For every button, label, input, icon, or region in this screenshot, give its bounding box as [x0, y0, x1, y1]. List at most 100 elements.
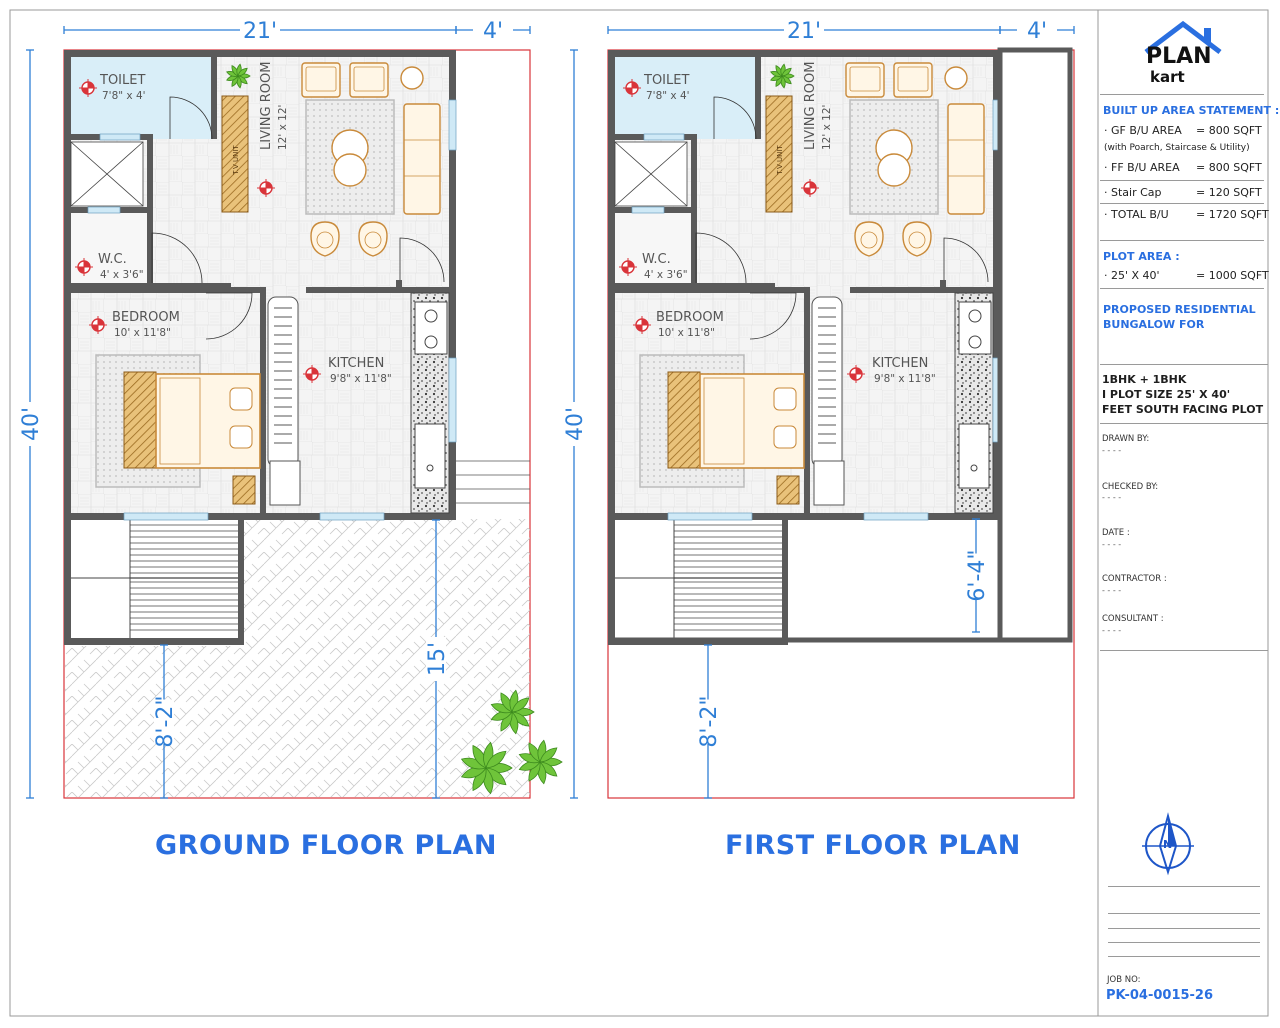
kitchen-rack: [267, 296, 299, 468]
round-chair-seat: [316, 231, 334, 249]
armchair: [349, 62, 389, 98]
tb-rule: [1100, 203, 1264, 204]
burner: [424, 335, 438, 349]
north-arrow-icon: [1142, 812, 1194, 876]
wall: [755, 57, 761, 139]
room-marker: [79, 79, 97, 97]
logo-plan-text: PLAN: [1146, 44, 1212, 69]
burner: [424, 309, 438, 323]
tv-unit: [221, 95, 249, 213]
tv-unit-label: T.V UNIT: [776, 145, 784, 176]
door-swing: [695, 232, 747, 284]
window: [667, 512, 753, 521]
bua-row-total-value: = 1720 SQFT: [1196, 208, 1269, 221]
desc-line-1: 1BHK + 1BHK: [1102, 373, 1187, 386]
fridge: [269, 460, 301, 506]
armchair-seat: [305, 66, 337, 92]
kitchen-size: 9'8" x 11'8": [330, 373, 392, 385]
date-label: DATE :: [1102, 528, 1130, 538]
cooktop: [414, 301, 448, 355]
dim-top-main-gap: [784, 17, 824, 41]
wall: [691, 134, 697, 214]
armchair-seat: [849, 66, 881, 92]
plant-icon: [518, 739, 563, 785]
sink: [958, 423, 990, 489]
dim-left-gap: [564, 402, 584, 446]
tb-rule: [1108, 942, 1260, 943]
toilet-floor: [615, 57, 761, 139]
dim-top-main-text: 21': [243, 19, 277, 44]
bed: [699, 373, 805, 469]
plot-row-value: = 1000 SQFT: [1196, 269, 1269, 282]
tb-rule: [1100, 288, 1264, 289]
wall: [396, 280, 402, 292]
bed-headboard: [667, 371, 701, 469]
wall: [64, 638, 244, 645]
room-marker: [303, 365, 321, 383]
wall: [608, 513, 1000, 520]
armchair-seat: [897, 66, 929, 92]
bed-sheet: [703, 377, 745, 465]
wall: [850, 287, 1000, 293]
wall: [608, 50, 615, 520]
coffee-table: [333, 153, 367, 187]
room-marker: [89, 316, 107, 334]
wall: [238, 513, 244, 645]
toilet-name: TOILET: [99, 73, 145, 88]
plankart-logo: [1144, 20, 1222, 54]
side-table: [944, 66, 968, 90]
dim-left-gap: [20, 402, 40, 446]
side-cabinet: [776, 475, 800, 505]
door-swing: [205, 292, 253, 340]
wall: [940, 280, 946, 292]
plant-leaf: [485, 750, 507, 769]
room-marker: [633, 316, 651, 334]
consultant-label: CONSULTANT :: [1102, 614, 1164, 624]
tb-rule: [1108, 928, 1260, 929]
coffee-table: [877, 153, 911, 187]
dim-front-left-text: 8'-2": [697, 695, 722, 747]
plant-leaf: [237, 67, 248, 77]
window: [99, 133, 141, 141]
bed-sheet: [159, 377, 201, 465]
pillow: [773, 425, 797, 449]
consultant-value: - - - -: [1102, 626, 1122, 635]
door-swing: [169, 96, 213, 140]
plot-heading: PLOT AREA :: [1103, 250, 1180, 263]
window: [448, 99, 457, 151]
tb-rule: [1100, 364, 1268, 365]
checked-by-label: CHECKED BY:: [1102, 482, 1159, 492]
dim-left-text: 40': [563, 407, 588, 441]
wall: [64, 50, 71, 520]
paving-front: [242, 519, 530, 797]
round-chair: [902, 221, 932, 257]
door-swing: [749, 292, 797, 340]
wall: [64, 513, 456, 520]
dim-left-text: 40': [19, 407, 44, 441]
door-swing: [943, 237, 989, 283]
bua-row-ff-label: · FF B/U AREA: [1104, 161, 1180, 174]
fridge: [813, 460, 845, 506]
date-value: - - - -: [1102, 540, 1122, 549]
wc-size: 4' x 3'6": [644, 269, 688, 281]
sofa: [947, 103, 985, 215]
desc-line-3: FEET SOUTH FACING PLOT: [1102, 403, 1264, 416]
contractor-label: CONTRACTOR :: [1102, 574, 1167, 584]
bua-row-gf-label: · GF B/U AREA: [1104, 124, 1182, 137]
wall: [691, 213, 697, 287]
job-no-label: JOB NO:: [1107, 975, 1141, 985]
armchair: [845, 62, 885, 98]
plant-icon: [770, 63, 795, 89]
window: [123, 512, 209, 521]
first-floor-title: FIRST FLOOR PLAN: [725, 830, 1021, 861]
wall: [993, 50, 1000, 520]
pillow: [773, 387, 797, 411]
terrace-parapet: [997, 47, 1073, 643]
wall: [306, 287, 456, 293]
wall: [608, 50, 1000, 57]
room-marker: [75, 258, 93, 276]
side-table: [400, 66, 424, 90]
bedroom-size: 10' x 11'8": [658, 327, 715, 339]
sofa: [403, 103, 441, 215]
